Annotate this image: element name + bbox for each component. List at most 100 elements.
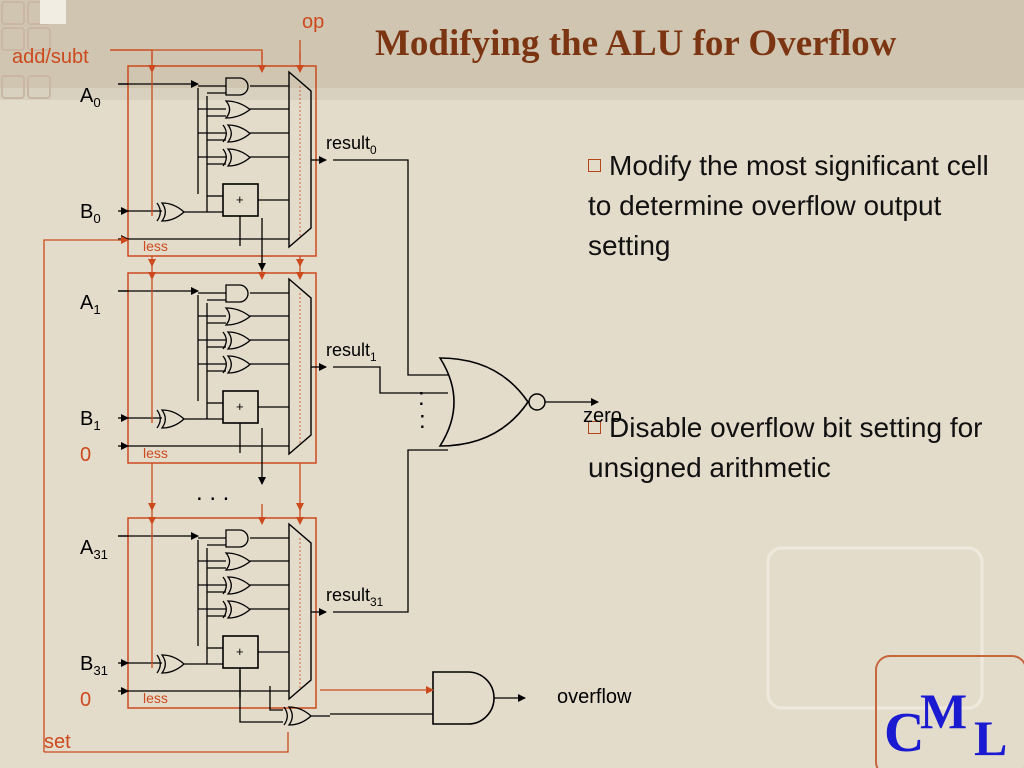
- xor-gate: [156, 409, 185, 429]
- logo-frame: [875, 655, 1024, 768]
- mux: [288, 277, 312, 456]
- gate-body: [226, 600, 251, 619]
- addsub-bus: [110, 49, 153, 60]
- logo-letter-l: L: [974, 710, 1007, 766]
- bullet-item: Modify the most significant cell to dete…: [588, 146, 1008, 266]
- bullet-list: Modify the most significant cell to dete…: [588, 146, 1008, 630]
- a-input-label: A1: [80, 292, 101, 317]
- op-label: op: [302, 11, 324, 33]
- a-input-label: A0: [80, 85, 101, 110]
- less-label: less: [143, 445, 168, 461]
- cell-frame: [127, 65, 317, 257]
- b-input-label: B31: [80, 653, 108, 678]
- logo-letter-c: C: [884, 702, 924, 764]
- adder-plus-label: +: [236, 399, 244, 414]
- bullet-text: Disable overflow bit setting for unsigne…: [588, 412, 983, 483]
- checkbox-bullet-icon: [588, 421, 601, 434]
- nor-ellipsis: :: [418, 384, 425, 411]
- result-label: result31: [326, 585, 384, 609]
- result31-to-nor: [333, 449, 448, 613]
- b-input-label: B0: [80, 201, 101, 226]
- xor-gate: [156, 202, 185, 222]
- nor-bubble: [528, 393, 546, 411]
- gate-xor-arc: [156, 409, 161, 429]
- adder-plus-label: +: [236, 192, 244, 207]
- cell-frame: [127, 517, 317, 709]
- xor-gate: [222, 331, 251, 350]
- alu-labels: A0B0lessresult0A1B1lessresult10A31B31les…: [12, 11, 632, 753]
- xor-gate: [222, 600, 251, 619]
- set-feedback: [43, 239, 128, 752]
- and-gate-body: [432, 671, 495, 725]
- zero-label: zero: [583, 405, 622, 427]
- cell-frame: [127, 272, 317, 464]
- and-gate: [225, 529, 249, 548]
- or-gate: [224, 100, 252, 119]
- or-gate: [224, 307, 252, 326]
- alu-cell: +: [118, 259, 327, 464]
- gate-body: [226, 124, 251, 143]
- alu-cell: +: [118, 52, 327, 257]
- gate-body: [226, 576, 251, 595]
- less-zero-input: 0: [80, 444, 91, 466]
- gate-body: [224, 552, 252, 571]
- or-gate: [224, 552, 252, 571]
- xor-gate: [156, 654, 185, 674]
- overflow-and-gate: [432, 671, 495, 725]
- add-subt-label: add/subt: [12, 46, 89, 68]
- checkbox-bullet-icon: [588, 159, 601, 172]
- a-input-label: A31: [80, 537, 108, 562]
- gate-body: [224, 100, 252, 119]
- alu-wires: [43, 40, 599, 753]
- result1-to-nor: [333, 366, 448, 394]
- xor-gate: [222, 148, 251, 167]
- gate-body: [226, 331, 251, 350]
- cml-logo: C M L: [884, 683, 1007, 766]
- less-zero-input: 0: [80, 689, 91, 711]
- cells-ellipsis: . . .: [196, 479, 229, 506]
- bullet-text: Modify the most significant cell to dete…: [588, 150, 989, 261]
- set-label: set: [44, 731, 71, 753]
- carry-to-xor: [269, 686, 283, 711]
- alu-cells: + + +: [118, 52, 327, 709]
- xor-gate: [283, 706, 312, 726]
- gate-body: [160, 654, 185, 674]
- xor-gate: [222, 124, 251, 143]
- slide-title: Modifying the ALU for Overflow: [375, 23, 897, 64]
- nor-ellipsis: :: [419, 407, 426, 434]
- logo-letter-m: M: [920, 683, 967, 739]
- header-shadow: [0, 88, 1024, 100]
- result-label: result1: [326, 340, 377, 364]
- set-wire: [44, 732, 289, 753]
- gate-body: [226, 355, 251, 374]
- and-gate: [225, 77, 249, 96]
- nor-body: [438, 357, 529, 447]
- corner-highlight: [40, 0, 66, 24]
- gate-xor-arc: [156, 202, 161, 222]
- nor-gate: [438, 357, 546, 447]
- bullet-item: Disable overflow bit setting for unsigne…: [588, 408, 1008, 488]
- gate-body: [160, 409, 185, 429]
- xor-gate: [222, 576, 251, 595]
- overflow-label: overflow: [557, 686, 632, 708]
- addsub-bus: [110, 49, 263, 60]
- and-gate: [225, 284, 249, 303]
- gate-body: [226, 148, 251, 167]
- result0-to-nor: [333, 159, 448, 376]
- less-label: less: [143, 690, 168, 706]
- gate-xor-arc: [156, 654, 161, 674]
- carry-to-xor: [239, 670, 283, 723]
- alu-cell: +: [118, 504, 327, 709]
- corner-squares-decoration: [1, 1, 51, 99]
- header-band: [0, 0, 1024, 88]
- xor-gate: [222, 355, 251, 374]
- result-label: result0: [326, 133, 377, 157]
- less-label: less: [143, 238, 168, 254]
- adder-plus-label: +: [236, 644, 244, 659]
- mux: [288, 522, 312, 701]
- gate-body: [287, 706, 312, 726]
- mux: [288, 70, 312, 249]
